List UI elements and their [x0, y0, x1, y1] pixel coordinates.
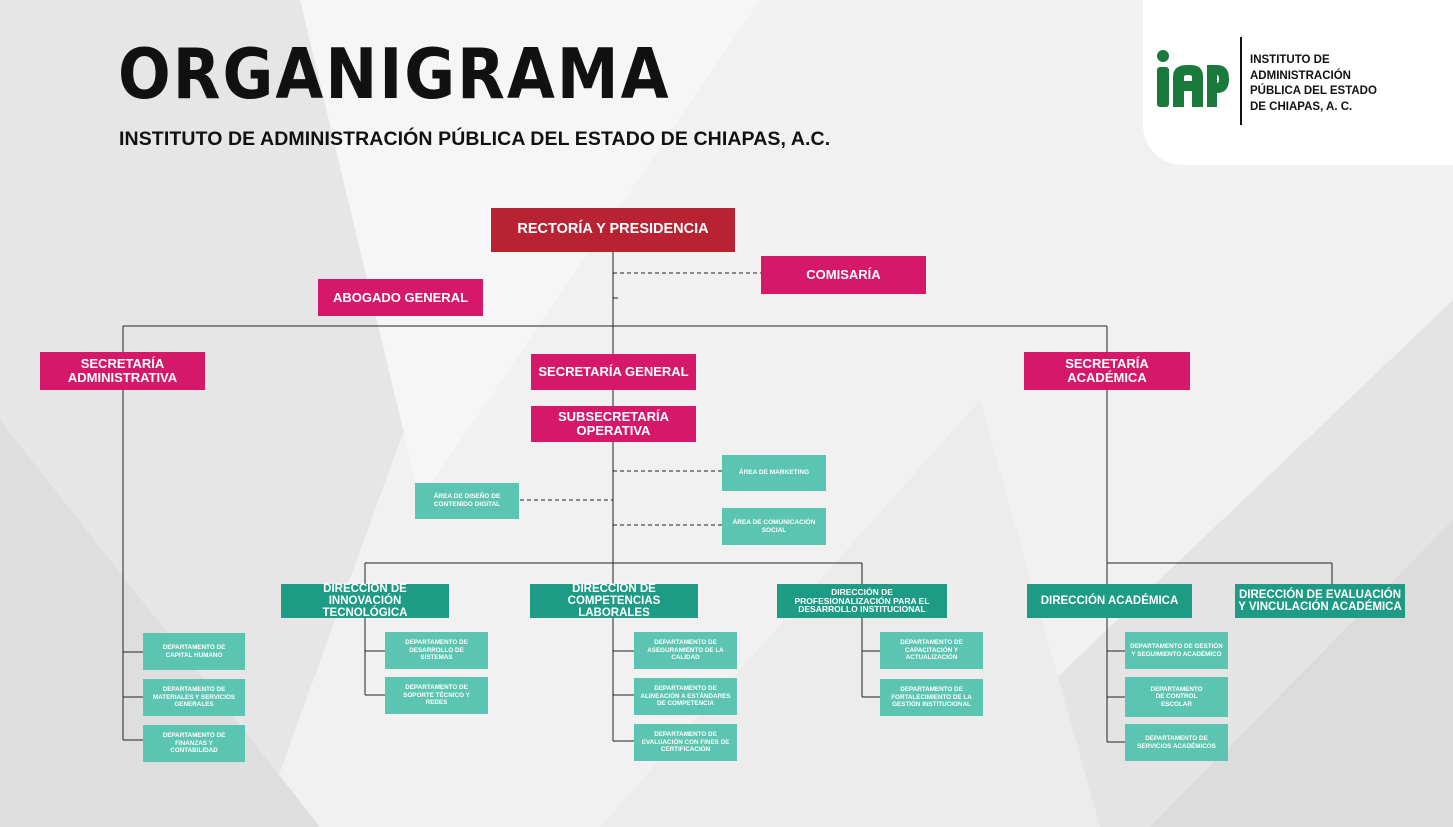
logo-line: INSTITUTO DE: [1250, 54, 1330, 66]
node-direccion-innovacion: DIRECCIÓN DE INNOVACIÓN TECNOLÓGICA: [281, 583, 449, 619]
node-subsecretaria-operativa: SUBSECRETARÍA OPERATIVA: [531, 406, 696, 442]
node-direccion-profesionalizacion: DIRECCIÓN DE PROFESIONALIZACIÓN PARA EL …: [777, 584, 947, 618]
node-dept-alineacion: DEPARTAMENTO DE ALINEACIÓN A ESTÁNDARES …: [634, 678, 737, 715]
node-dept-aseguramiento: DEPARTAMENTO DE ASEGURAMIENTO DE LA CALI…: [634, 632, 737, 669]
node-dept-soporte: DEPARTAMENTO DE SOPORTE TÉCNICO Y REDES: [385, 677, 488, 714]
node-area-diseno: ÁREA DE DISEÑO DE CONTENIDO DIGITAL: [415, 483, 519, 519]
node-secretaria-academica: SECRETARÍA ACADÉMICA: [1024, 352, 1190, 390]
node-area-marketing: ÁREA DE MARKETING: [722, 455, 826, 491]
node-direccion-academica: DIRECCIÓN ACADÉMICA: [1027, 584, 1192, 618]
node-rectoria: RECTORÍA Y PRESIDENCIA: [491, 208, 735, 252]
logo-divider: [1240, 37, 1242, 125]
node-dept-finanzas: DEPARTAMENTO DE FINANZAS Y CONTABILIDAD: [143, 725, 245, 762]
node-dept-capital-humano: DEPARTAMENTO DE CAPITAL HUMANO: [143, 633, 245, 670]
node-dept-servicios-academicos: DEPARTAMENTO DE SERVICIOS ACADÉMICOS: [1125, 724, 1228, 761]
node-direccion-competencias: DIRECCIÓN DE COMPETENCIAS LABORALES: [530, 583, 698, 619]
node-dept-materiales: DEPARTAMENTO DE MATERIALES Y SERVICIOS G…: [143, 679, 245, 716]
node-secretaria-administrativa: SECRETARÍA ADMINISTRATIVA: [40, 352, 205, 390]
node-comisaria: COMISARÍA: [761, 256, 926, 294]
node-direccion-evaluacion: DIRECCIÓN DE EVALUACIÓN Y VINCULACIÓN AC…: [1235, 584, 1405, 618]
node-dept-fortalecimiento: DEPARTAMENTO DE FORTALECIMIENTO DE LA GE…: [880, 679, 983, 716]
node-secretaria-general: SECRETARÍA GENERAL: [531, 354, 696, 390]
logo-line: ADMINISTRACIÓN: [1250, 69, 1351, 82]
node-dept-gestion-seguimiento: DEPARTAMENTO DE GESTIÓN Y SEGUIMIENTO AC…: [1125, 632, 1228, 669]
node-dept-control-escolar: DEPARTAMENTO DE CONTROL ESCOLAR: [1125, 677, 1228, 717]
iap-logo-icon: [1157, 50, 1229, 107]
logo-card: INSTITUTO DE ADMINISTRACIÓN PÚBLICA DEL …: [1143, 0, 1453, 165]
node-dept-evaluacion-certificacion: DEPARTAMENTO DE EVALUACIÓN CON FINES DE …: [634, 724, 737, 761]
node-abogado-general: ABOGADO GENERAL: [318, 279, 483, 316]
logo-institution-name: INSTITUTO DE ADMINISTRACIÓN PÚBLICA DEL …: [1250, 53, 1450, 115]
page-subtitle: INSTITUTO DE ADMINISTRACIÓN PÚBLICA DEL …: [119, 128, 831, 150]
node-dept-capacitacion: DEPARTAMENTO DE CAPACITACIÓN Y ACTUALIZA…: [880, 632, 983, 669]
page-title: ORGANIGRAMA: [118, 33, 671, 116]
logo-line: DE CHIAPAS, A. C.: [1250, 100, 1353, 113]
logo-line: PÚBLICA DEL ESTADO: [1250, 85, 1377, 97]
node-dept-desarrollo-sistemas: DEPARTAMENTO DE DESARROLLO DE SISTEMAS: [385, 632, 488, 669]
node-area-comunicacion: ÁREA DE COMUNICACIÓN SOCIAL: [722, 508, 826, 545]
